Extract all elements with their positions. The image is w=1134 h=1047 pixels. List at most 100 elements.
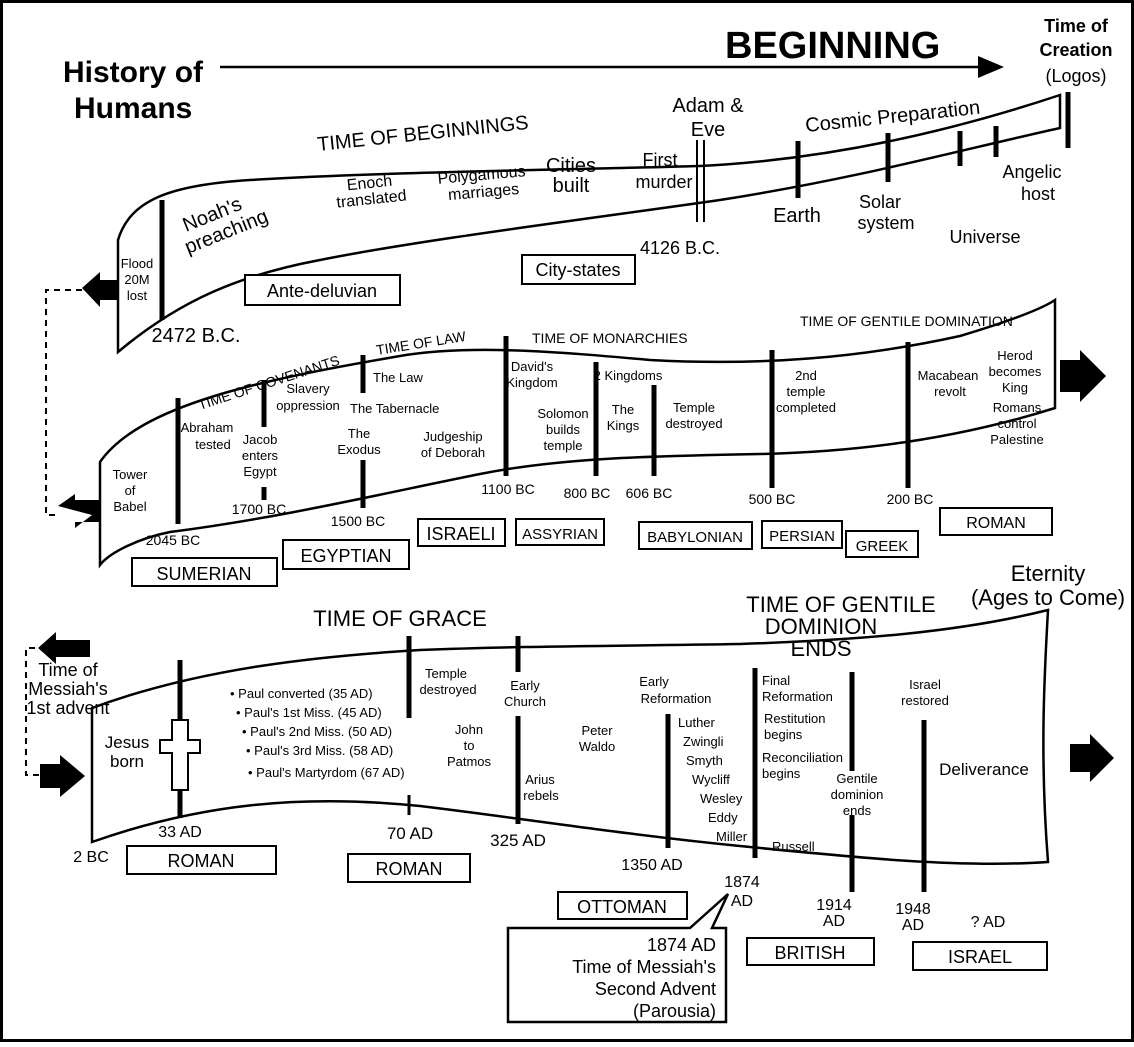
- solomon-line2: builds: [546, 422, 580, 437]
- reformer-6: Miller: [716, 829, 748, 844]
- date-1500: 1500 BC: [331, 513, 385, 529]
- solar-line1: Solar: [859, 192, 901, 212]
- eternity-line2: (Ages to Come): [971, 585, 1125, 610]
- herod-line1: Herod: [997, 348, 1032, 363]
- poly-line2: marriages: [447, 181, 519, 204]
- box-assyrian-label: ASSYRIAN: [522, 526, 598, 543]
- beginning-label: BEGINNING: [725, 25, 940, 67]
- creation-line2: Creation: [1039, 40, 1112, 60]
- adam-line1: Adam &: [672, 95, 744, 117]
- waldo-line2: Waldo: [579, 739, 615, 754]
- arius-line1: Arius: [525, 772, 555, 787]
- solomon-line3: temple: [543, 438, 582, 453]
- messiah-line2: Messiah's: [28, 679, 107, 699]
- gentile-ends-line2: DOMINION: [765, 614, 877, 639]
- paul-3: • Paul's 2nd Miss. (50 AD): [242, 724, 392, 739]
- box-greek-label: GREEK: [856, 538, 909, 555]
- date-1100: 1100 BC: [481, 481, 534, 497]
- callout-line3: Second Advent: [595, 979, 716, 999]
- date-1350: 1350 AD: [621, 857, 682, 874]
- creation-line3: (Logos): [1045, 66, 1106, 86]
- kings-line2: Kings: [607, 418, 640, 433]
- reformer-2: Smyth: [686, 753, 723, 768]
- gentile-domination-label: TIME OF GENTILE DOMINATION: [800, 313, 1013, 329]
- box-israel-label: ISRAEL: [948, 947, 1012, 967]
- david-line1: David's: [511, 359, 554, 374]
- israel-line2: restored: [901, 693, 949, 708]
- herod-line3: King: [1002, 380, 1028, 395]
- deborah-line1: Judgeship: [423, 429, 482, 444]
- arrow-band3-in: [40, 755, 85, 797]
- second-line2: temple: [786, 384, 825, 399]
- date-200: 200 BC: [887, 491, 934, 507]
- date-500: 500 BC: [749, 491, 796, 507]
- cities-line2: built: [553, 175, 590, 197]
- templed3-line2: destroyed: [419, 682, 476, 697]
- slavery-line2: oppression: [276, 398, 340, 413]
- restitution-line2: begins: [764, 727, 803, 742]
- box-roman-band2: [939, 507, 1053, 536]
- beginning-arrow-head: [978, 56, 1004, 78]
- babel-line2: of: [125, 483, 136, 498]
- arrow-band2-in: [58, 494, 100, 528]
- exodus-line1: The: [348, 426, 370, 441]
- gentileends-line1: Gentile: [836, 771, 877, 786]
- romans-line3: Palestine: [990, 432, 1043, 447]
- box-israel: [912, 941, 1048, 971]
- creation-line1: Time of: [1044, 16, 1109, 36]
- box-roman-2: [347, 853, 471, 883]
- box-ottoman-label: OTTOMAN: [577, 897, 667, 917]
- box-ottoman: [557, 891, 688, 920]
- jesus-line1: Jesus: [105, 733, 149, 752]
- reconciliation-line1: Reconciliation: [762, 750, 843, 765]
- date-606: 606 BC: [626, 485, 673, 501]
- final-line1: Final: [762, 673, 790, 688]
- band1-time-label: TIME OF BEGINNINGS: [316, 112, 529, 156]
- date-70: 70 AD: [387, 824, 433, 843]
- band1-ribbon: [116, 93, 1062, 355]
- title-history-line2: Humans: [74, 92, 192, 125]
- box-antedeluvian-label: Ante-deluvian: [267, 281, 377, 301]
- templed3-line1: Temple: [425, 666, 467, 681]
- universe-label: Universe: [949, 227, 1020, 247]
- box-roman-1: [126, 845, 277, 875]
- box-british: [746, 937, 875, 966]
- band3-ribbon: [90, 608, 1050, 866]
- arrow-band3-out: [38, 632, 90, 664]
- arrow-band2-out: [1060, 350, 1106, 402]
- earth-label: Earth: [773, 205, 821, 227]
- jesus-line2: born: [110, 752, 144, 771]
- reformer-1: Zwingli: [683, 734, 724, 749]
- paul-5: • Paul's Martyrdom (67 AD): [248, 765, 405, 780]
- flood-line1: Flood: [121, 256, 154, 271]
- earlyref-line2: Reformation: [641, 691, 712, 706]
- connector-1: [45, 289, 82, 516]
- earlyref-line1: Early: [639, 674, 669, 689]
- callout-line4: (Parousia): [633, 1001, 716, 1021]
- solomon-line1: Solomon: [537, 406, 588, 421]
- box-persian: [761, 520, 843, 549]
- paul-2: • Paul's 1st Miss. (45 AD): [236, 705, 382, 720]
- grace-label: TIME OF GRACE: [313, 606, 487, 631]
- arius-line2: rebels: [523, 788, 559, 803]
- romans-line2: control: [997, 416, 1036, 431]
- deliverance-label: Deliverance: [939, 760, 1029, 779]
- kings-line1: The: [612, 402, 634, 417]
- callout-parousia: [506, 893, 730, 1024]
- reformer-5: Eddy: [708, 810, 738, 825]
- murder-line2: murder: [635, 172, 692, 192]
- abraham-line2: tested: [195, 437, 230, 452]
- romans-line1: Romans: [993, 400, 1042, 415]
- murder-line1: First: [643, 150, 678, 170]
- box-egyptian: [282, 539, 410, 570]
- second-line1: 2nd: [795, 368, 817, 383]
- babel-line3: Babel: [113, 499, 146, 514]
- abraham-line1: Abraham: [181, 420, 234, 435]
- reformer-0: Luther: [678, 715, 716, 730]
- thelaw-label: The Law: [373, 370, 423, 385]
- box-egyptian-label: EGYPTIAN: [300, 546, 391, 566]
- russell-label: Russell: [772, 839, 815, 854]
- box-citystates-label: City-states: [535, 260, 620, 280]
- callout-line2: Time of Messiah's: [572, 957, 716, 977]
